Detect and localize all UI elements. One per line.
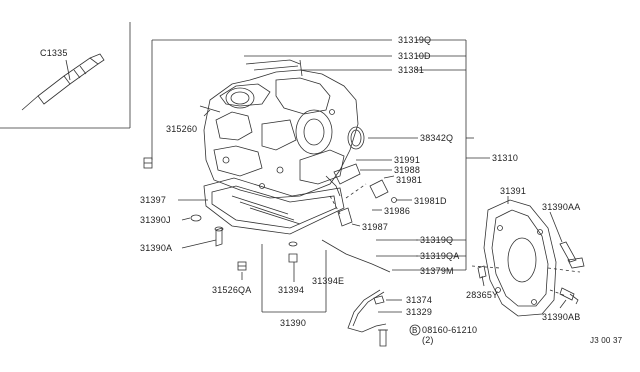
- leader-lines: [151, 39, 567, 313]
- grease-tube-icon: [21, 53, 105, 111]
- label-31390a: 31390A: [140, 243, 173, 253]
- dashed-guides: [329, 183, 581, 297]
- label-31319q-bottom: 31319Q: [420, 235, 454, 245]
- bolt-31390aa: [559, 241, 585, 269]
- label-31981d: 31981D: [414, 196, 447, 206]
- bolt-callout-circle: [409, 324, 421, 336]
- plug-31319q: [143, 157, 153, 169]
- tube-31379m: [321, 239, 391, 333]
- bolt-callout-letter: B: [412, 326, 418, 335]
- label-08160-61210: 08160-61210: [422, 325, 478, 335]
- label-28365y: 28365Y: [466, 290, 499, 300]
- bolt-31390a: [214, 226, 224, 247]
- bolt-31390ab: [559, 287, 579, 305]
- transmission-case-drawing: [203, 59, 359, 199]
- side-cover-drawing: [483, 199, 557, 317]
- label-31981: 31981: [396, 175, 423, 185]
- label-315260: 315260: [166, 124, 198, 134]
- label-31390aa: 31390AA: [542, 202, 581, 212]
- label-31390: 31390: [280, 318, 307, 328]
- label-31526qa: 31526QA: [212, 285, 252, 295]
- oring-38342q: [347, 126, 365, 150]
- label-31329: 31329: [406, 307, 433, 317]
- label-c1335: C1335: [40, 48, 68, 58]
- sensor-31987: [337, 207, 353, 227]
- pin-28365y: [477, 265, 487, 279]
- label-31988: 31988: [394, 165, 421, 175]
- label-31379m: 31379M: [420, 266, 454, 276]
- label-08160-quantity: (2): [422, 335, 434, 345]
- label-31319q-top: 31319Q: [398, 35, 432, 45]
- label-31986: 31986: [384, 206, 411, 216]
- label-31374: 31374: [406, 295, 433, 305]
- label-31391: 31391: [500, 186, 527, 196]
- label-31397: 31397: [140, 195, 167, 205]
- label-31991: 31991: [394, 155, 421, 165]
- oil-pan-drawing: [203, 177, 345, 235]
- label-31310: 31310: [492, 153, 519, 163]
- label-38342q: 38342Q: [420, 133, 454, 143]
- label-31390j: 31390J: [140, 215, 171, 225]
- label-31394: 31394: [278, 285, 305, 295]
- plug-31526qa: [237, 261, 247, 271]
- bolt-31394: [288, 241, 298, 263]
- washer-31390j: [190, 214, 202, 222]
- clip-31374: [373, 295, 385, 305]
- label-31310d: 31310D: [398, 51, 431, 61]
- label-31390ab: 31390AB: [542, 312, 581, 322]
- diagram-code: J3 00 37: [590, 336, 623, 345]
- label-31381: 31381: [398, 65, 425, 75]
- inset-frame: [0, 22, 131, 129]
- label-31394e: 31394E: [312, 276, 345, 286]
- bracket-31991: [333, 163, 361, 185]
- switch-31981: [369, 179, 397, 203]
- label-31319qa: 31319QA: [420, 251, 460, 261]
- label-31987: 31987: [362, 222, 389, 232]
- bolt-08160: [378, 329, 388, 347]
